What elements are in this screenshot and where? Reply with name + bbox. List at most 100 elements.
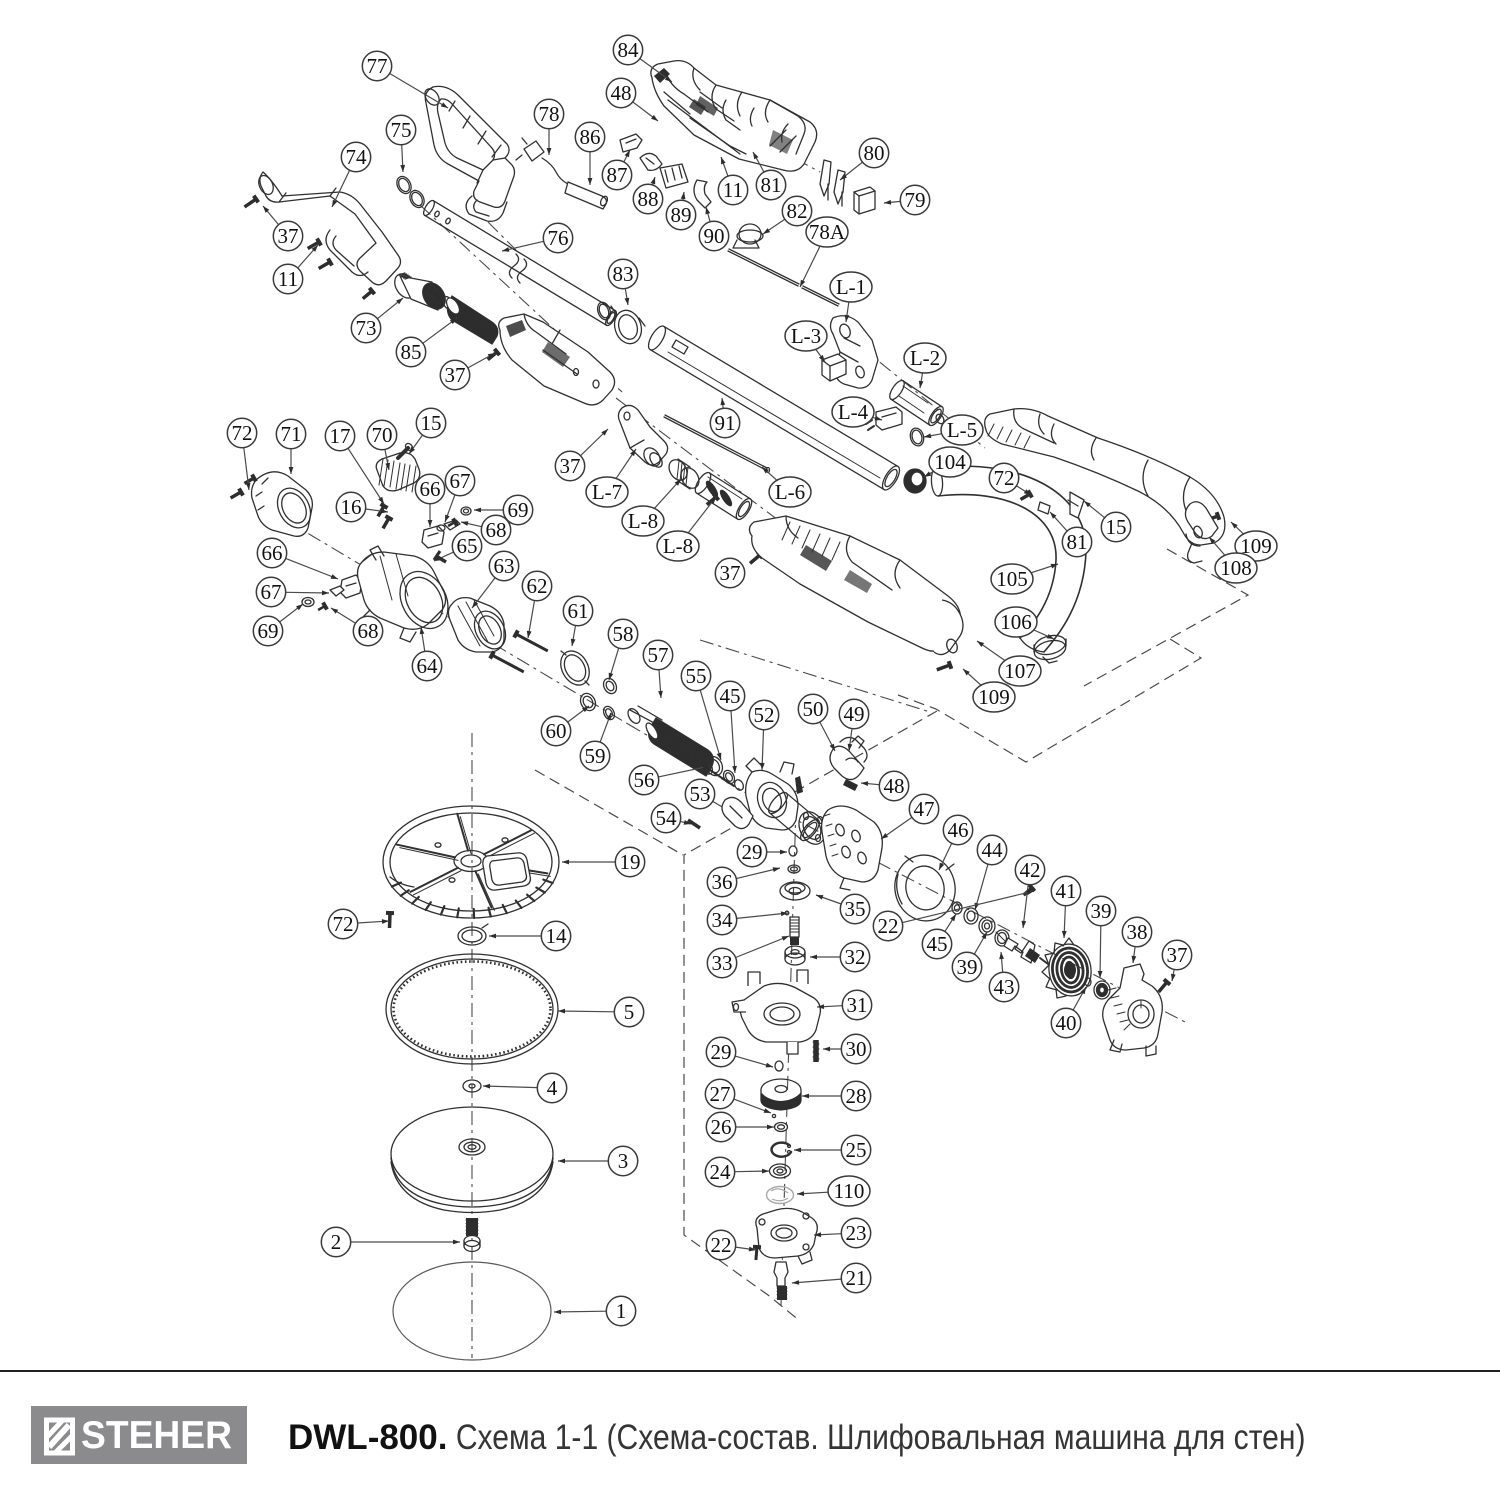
svg-text:69: 69 <box>508 498 529 522</box>
svg-text:5: 5 <box>624 1000 635 1024</box>
svg-text:L-5: L-5 <box>947 418 977 442</box>
svg-text:79: 79 <box>905 188 926 212</box>
svg-text:L-1: L-1 <box>836 275 866 299</box>
svg-text:84: 84 <box>618 38 640 62</box>
svg-text:81: 81 <box>761 173 782 197</box>
svg-text:68: 68 <box>358 619 379 643</box>
svg-text:37: 37 <box>720 561 741 585</box>
svg-text:105: 105 <box>996 567 1028 591</box>
svg-text:110: 110 <box>834 1179 865 1203</box>
svg-text:52: 52 <box>754 703 775 727</box>
svg-text:STEHER: STEHER <box>81 1414 232 1457</box>
svg-text:86: 86 <box>580 125 601 149</box>
svg-text:55: 55 <box>686 664 707 688</box>
svg-text:66: 66 <box>420 477 441 501</box>
svg-text:37: 37 <box>445 363 466 387</box>
svg-text:56: 56 <box>634 768 655 792</box>
svg-text:L-7: L-7 <box>592 480 622 504</box>
svg-text:63: 63 <box>494 554 515 578</box>
svg-text:76: 76 <box>548 226 569 250</box>
svg-text:28: 28 <box>846 1084 867 1108</box>
svg-text:91: 91 <box>715 411 736 435</box>
svg-text:58: 58 <box>613 622 634 646</box>
svg-text:108: 108 <box>1220 556 1252 580</box>
svg-text:17: 17 <box>330 424 351 448</box>
svg-text:37: 37 <box>560 454 581 478</box>
svg-text:60: 60 <box>546 719 567 743</box>
svg-text:80: 80 <box>864 141 885 165</box>
svg-text:30: 30 <box>846 1037 867 1061</box>
svg-text:39: 39 <box>1091 899 1112 923</box>
svg-text:32: 32 <box>845 945 866 969</box>
svg-text:70: 70 <box>372 423 393 447</box>
svg-text:72: 72 <box>994 466 1015 490</box>
svg-text:41: 41 <box>1056 879 1077 903</box>
svg-text:48: 48 <box>611 81 632 105</box>
svg-text:49: 49 <box>844 702 865 726</box>
svg-text:77: 77 <box>367 54 388 78</box>
svg-text:59: 59 <box>585 744 606 768</box>
svg-text:31: 31 <box>847 993 868 1017</box>
svg-text:2: 2 <box>331 1230 342 1254</box>
svg-text:26: 26 <box>711 1115 732 1139</box>
svg-text:62: 62 <box>527 574 548 598</box>
svg-text:38: 38 <box>1127 920 1148 944</box>
svg-text:45: 45 <box>927 932 948 956</box>
svg-text:22: 22 <box>878 914 899 938</box>
svg-text:72: 72 <box>333 912 354 936</box>
svg-text:19: 19 <box>620 850 641 874</box>
svg-text:74: 74 <box>346 145 368 169</box>
svg-text:61: 61 <box>568 599 589 623</box>
svg-text:L-6: L-6 <box>775 480 805 504</box>
svg-text:78: 78 <box>539 102 560 126</box>
svg-text:107: 107 <box>1004 659 1036 683</box>
svg-text:82: 82 <box>787 199 808 223</box>
svg-text:42: 42 <box>1020 858 1041 882</box>
svg-text:88: 88 <box>638 187 659 211</box>
svg-text:68: 68 <box>486 518 507 542</box>
svg-text:25: 25 <box>846 1138 867 1162</box>
svg-text:89: 89 <box>671 203 692 227</box>
svg-text:15: 15 <box>1106 515 1127 539</box>
svg-text:81: 81 <box>1067 530 1088 554</box>
svg-text:83: 83 <box>613 262 634 286</box>
svg-text:L-8: L-8 <box>663 534 693 558</box>
svg-text:39: 39 <box>957 955 978 979</box>
svg-text:15: 15 <box>421 411 442 435</box>
svg-text:71: 71 <box>281 422 302 446</box>
svg-text:44: 44 <box>982 838 1004 862</box>
svg-text:L-8: L-8 <box>628 509 658 533</box>
svg-text:104: 104 <box>934 450 966 474</box>
svg-text:33: 33 <box>712 951 733 975</box>
svg-text:14: 14 <box>546 924 568 948</box>
svg-text:11: 11 <box>278 267 298 291</box>
svg-text:50: 50 <box>803 697 824 721</box>
svg-text:27: 27 <box>710 1082 731 1106</box>
svg-text:24: 24 <box>710 1160 732 1184</box>
svg-text:69: 69 <box>258 619 279 643</box>
svg-text:22: 22 <box>711 1233 732 1257</box>
svg-text:37: 37 <box>278 224 299 248</box>
svg-text:109: 109 <box>978 685 1010 709</box>
svg-text:46: 46 <box>948 818 969 842</box>
svg-text:66: 66 <box>262 541 283 565</box>
svg-text:57: 57 <box>648 643 669 667</box>
svg-text:106: 106 <box>1000 610 1032 634</box>
svg-text:64: 64 <box>417 654 439 678</box>
svg-text:34: 34 <box>712 908 734 932</box>
svg-text:DWL-800. Схема 1-1 (Схема-сост: DWL-800. Схема 1-1 (Схема-состав. Шлифов… <box>288 1418 1305 1457</box>
svg-text:1: 1 <box>616 1299 627 1323</box>
svg-text:54: 54 <box>656 806 678 830</box>
svg-text:35: 35 <box>845 897 866 921</box>
svg-text:90: 90 <box>704 224 725 248</box>
svg-text:23: 23 <box>846 1221 867 1245</box>
svg-text:36: 36 <box>712 870 733 894</box>
svg-text:48: 48 <box>884 774 905 798</box>
svg-text:11: 11 <box>723 178 743 202</box>
svg-text:53: 53 <box>690 782 711 806</box>
svg-text:L-4: L-4 <box>838 400 869 424</box>
svg-text:72: 72 <box>232 421 253 445</box>
svg-text:73: 73 <box>356 316 377 340</box>
svg-text:87: 87 <box>607 163 628 187</box>
svg-text:21: 21 <box>846 1266 867 1290</box>
